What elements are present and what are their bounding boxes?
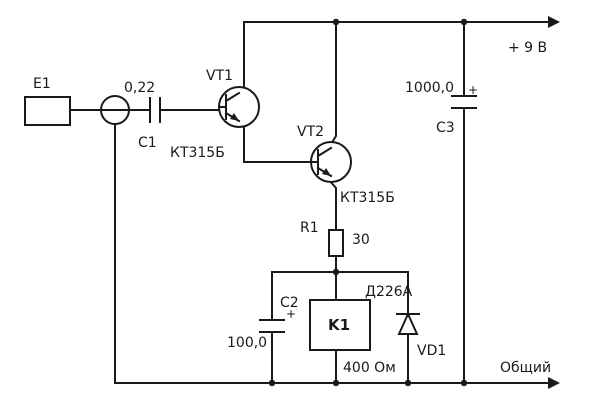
c2-value-label: 100,0 [227,335,267,351]
r1-label: R1 [300,220,319,236]
vt2-emitter-wire [327,178,337,231]
c3-plus-sign: + [468,83,478,97]
vt2-label: VT2 [297,124,324,140]
k1-relay-coil [309,299,371,351]
c2-label: C2 [280,295,299,311]
c1-capacitor [149,97,161,123]
k1-value-label: 400 Ом [343,360,396,376]
e1-electrode [24,96,71,126]
junction-dots [268,18,468,387]
input-jack [100,95,130,125]
c3-capacitor [451,95,477,109]
c1-label: C1 [138,135,157,151]
vt1-collector-wire [237,21,245,97]
ground-arrow [548,377,560,389]
r1-value-label: 30 [352,232,370,248]
e1-label: E1 [33,76,51,92]
d-type-label: Д226А [365,284,413,300]
vd1-diode [396,311,420,335]
vt1-label: VT1 [206,68,233,84]
r1-resistor [328,229,344,257]
c3-value-label: 1000,0 [405,80,454,96]
vt2-transistor [310,141,352,183]
ground-label: Общий [500,360,551,376]
supply-label: + 9 В [508,40,547,56]
c2-plus-sign: + [286,307,296,321]
c1-value-label: 0,22 [124,80,155,96]
supply-arrow [548,16,560,28]
vt1-type-label: КТ315Б [170,145,225,161]
vd1-label: VD1 [417,343,446,359]
c2-capacitor [259,319,285,333]
vt2-collector-wire [329,21,337,146]
c3-label: C3 [436,120,455,136]
k1-label: K1 [328,316,350,334]
vt1-transistor [218,86,260,128]
vt2-type-label: КТ315Б [340,190,395,206]
